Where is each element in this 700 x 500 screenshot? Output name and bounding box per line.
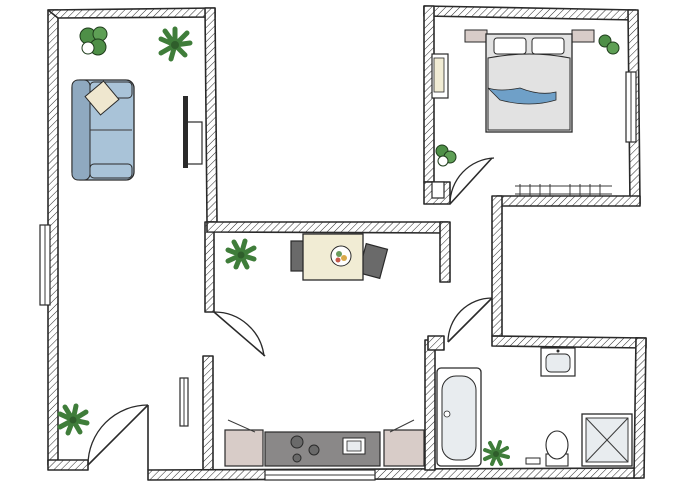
wall-living-bottom-left (47, 459, 89, 471)
wall-dining-top (206, 221, 449, 234)
wall-bottom (147, 467, 641, 481)
shower (581, 413, 633, 467)
wall-dining-right (439, 221, 451, 283)
tv-unit (183, 96, 203, 168)
living-room (57, 26, 203, 436)
bathroom (436, 347, 633, 467)
plant-icon (225, 238, 257, 270)
toilet (545, 430, 569, 467)
wall-bath-pillar (427, 335, 445, 351)
doors (87, 157, 495, 470)
sofa (71, 79, 135, 181)
wall-bedroom-bottom (496, 195, 641, 207)
door-entrance (87, 404, 149, 466)
plant-icon (158, 26, 193, 62)
wall-bath-right (633, 337, 647, 479)
shelf (431, 53, 449, 99)
plant-icon (57, 403, 90, 436)
plant-icon (483, 440, 510, 466)
wardrobe (515, 184, 612, 196)
door-bedroom (449, 157, 493, 205)
bathtub (436, 367, 482, 467)
plant-icon (79, 26, 108, 56)
door-living-kitchen (213, 311, 266, 357)
wall-bath-top (491, 335, 647, 349)
dining-table (290, 233, 389, 281)
wall-living-right-lower (202, 355, 214, 471)
wall-hall-right (491, 195, 503, 337)
kitchen-dining (224, 233, 425, 467)
bedroom (431, 29, 620, 199)
bed (464, 29, 595, 133)
wall-bedroom-top (423, 5, 637, 21)
sink (540, 347, 576, 377)
door-bathroom (447, 297, 493, 343)
wall-bath-left (424, 339, 436, 471)
wall-living-top (47, 7, 216, 19)
plant-icon (598, 34, 620, 55)
windows (39, 71, 637, 481)
bath-mat (525, 457, 541, 465)
plant-icon (435, 144, 457, 167)
wall-living-divider (204, 221, 215, 313)
kitchen-counter (224, 419, 425, 467)
wall-living-right-upper (204, 7, 218, 223)
